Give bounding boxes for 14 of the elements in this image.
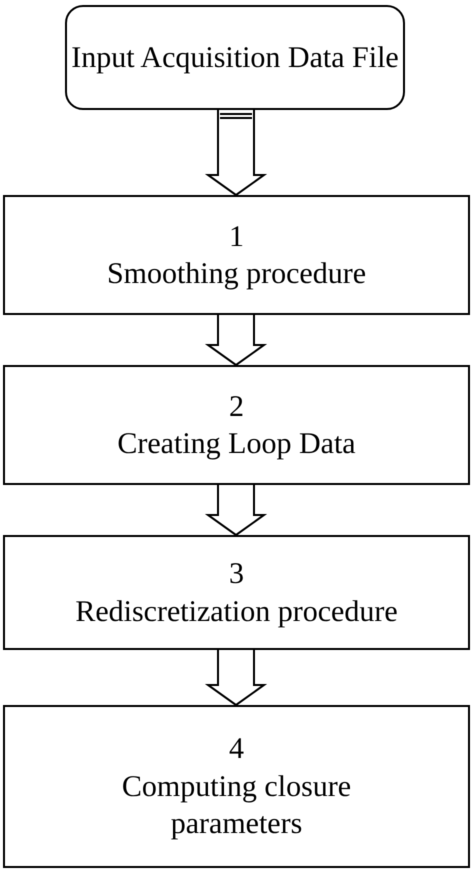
box-text: 1	[229, 218, 244, 254]
box-text: Rediscretization procedure	[75, 594, 398, 630]
box-text: 2	[229, 388, 244, 424]
box-text: Input Acquisition Data File	[71, 40, 399, 76]
process-box	[3, 365, 470, 485]
box-text: Computing closure parameters	[120, 768, 352, 842]
start-box	[65, 5, 405, 110]
process-box	[3, 195, 470, 315]
box-text: Smoothing procedure	[106, 256, 366, 292]
box-text: 4	[229, 731, 244, 768]
box-text: Creating Loop Data	[117, 426, 356, 462]
process-box	[3, 705, 470, 868]
box-text: 3	[229, 556, 244, 592]
process-box	[3, 535, 470, 650]
